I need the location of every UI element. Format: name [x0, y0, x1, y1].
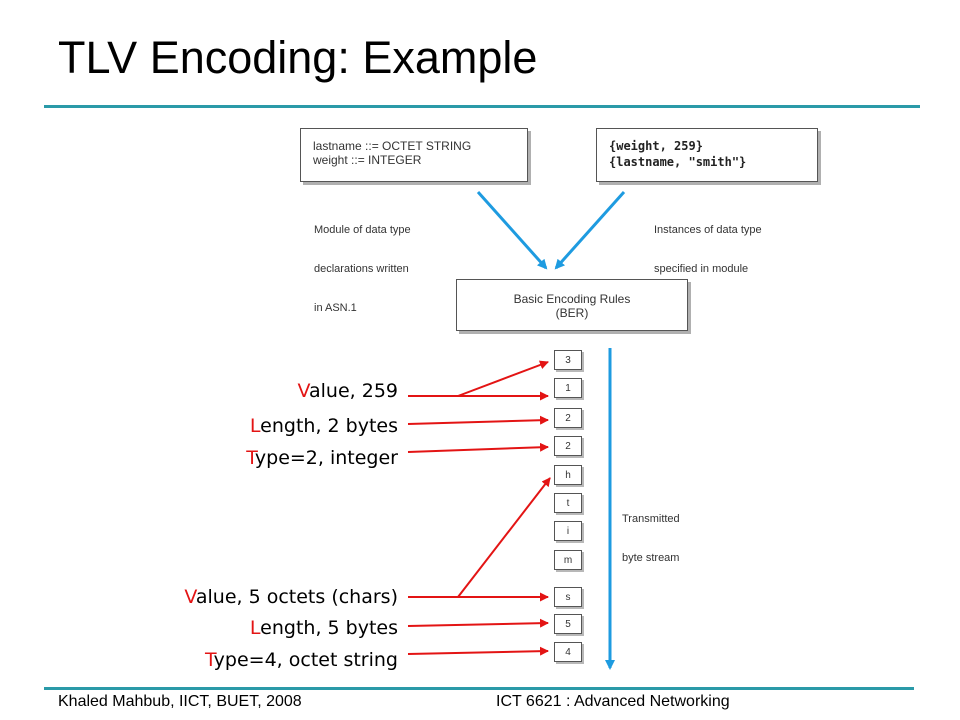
stream-caption-line-2: byte stream [622, 552, 680, 564]
callout-type-4: Type=4, octet string [205, 649, 398, 671]
stream-byte-cell: 4 [554, 642, 582, 662]
ber-line-2: (BER) [555, 306, 589, 320]
slide-title: TLV Encoding: Example [58, 32, 538, 83]
stream-caption: Transmitted byte stream [622, 487, 680, 578]
type-2-arrow [407, 442, 549, 453]
instances-caption: Instances of data type specified in modu… [654, 198, 762, 289]
callout-length-5: Length, 5 bytes [249, 617, 398, 639]
stream-byte-cell: s [554, 587, 582, 607]
stream-byte-cell: 1 [554, 378, 582, 398]
value-259-arrow-b [457, 360, 549, 397]
callout-length-2: Length, 2 bytes [249, 415, 398, 437]
callout-value-chars: Value, 5 octets (chars) [184, 586, 398, 608]
stream-byte-cell: t [554, 493, 582, 513]
module-caption-line-1: Module of data type [314, 224, 411, 236]
callout-value-259: Value, 259 [297, 380, 398, 402]
module-line-1: lastname ::= OCTET STRING [313, 139, 472, 153]
instance-line-1: {weight, 259} [609, 139, 703, 153]
length-2-arrow [407, 415, 549, 425]
instances-to-ber-arrow [554, 190, 626, 270]
module-line-2: weight ::= INTEGER [313, 153, 422, 167]
ber-box: Basic Encoding Rules (BER) [456, 279, 688, 331]
ber-line-1: Basic Encoding Rules [513, 292, 631, 306]
asn1-module-box: lastname ::= OCTET STRING weight ::= INT… [300, 128, 528, 182]
module-caption-line-3: in ASN.1 [314, 302, 357, 314]
instances-caption-line-1: Instances of data type [654, 224, 762, 236]
title-divider [44, 105, 920, 108]
value-chars-arrow-b [457, 477, 551, 598]
footer-course: ICT 6621 : Advanced Networking [496, 693, 730, 710]
footer-author: Khaled Mahbub, IICT, BUET, 2008 [58, 693, 302, 710]
stream-byte-cell: m [554, 550, 582, 570]
instances-box: {weight, 259} {lastname, "smith"} [596, 128, 818, 182]
module-caption: Module of data type declarations written… [314, 198, 411, 328]
stream-byte-cell: 5 [554, 614, 582, 634]
type-4-arrow [407, 646, 549, 656]
stream-byte-cell: 3 [554, 350, 582, 370]
module-caption-line-2: declarations written [314, 263, 409, 275]
stream-byte-cell: 2 [554, 408, 582, 428]
instances-caption-line-2: specified in module [654, 263, 749, 275]
module-to-ber-arrow [476, 190, 548, 270]
callout-type-2: Type=2, integer [246, 447, 398, 469]
stream-byte-cell: i [554, 521, 582, 541]
instance-line-2: {lastname, "smith"} [609, 155, 747, 169]
footer-divider [44, 687, 914, 690]
stream-byte-cell: h [554, 465, 582, 485]
length-5-arrow [407, 618, 549, 628]
stream-caption-line-1: Transmitted [622, 513, 680, 525]
stream-byte-cell: 2 [554, 436, 582, 456]
